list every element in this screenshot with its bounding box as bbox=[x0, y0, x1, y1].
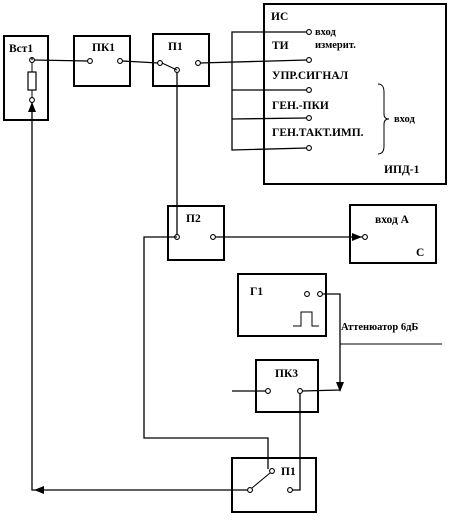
p1-bottom-label: П1 bbox=[281, 466, 296, 478]
vst1-block: Вст1 bbox=[3, 35, 49, 121]
ipd1-input-label-2: измерит. bbox=[315, 40, 356, 51]
ipd1-block: ИС вход измерит. ТИ УПР.СИГНАЛ ГЕН.-ПКИ … bbox=[263, 3, 447, 185]
ipd1-name-label: ИПД-1 bbox=[384, 164, 420, 176]
wires bbox=[28, 31, 442, 494]
vst1-label: Вст1 bbox=[9, 43, 33, 55]
ipd1-input-label: вход bbox=[315, 27, 336, 38]
pk3-block: ПК3 bbox=[255, 359, 319, 413]
ipd1-header: ИС bbox=[271, 11, 288, 23]
pk3-label: ПК3 bbox=[275, 368, 298, 380]
g1-label: Г1 bbox=[250, 286, 263, 298]
arrow-to-vst1-icon bbox=[28, 102, 36, 112]
ipd1-vhod-label: вход bbox=[394, 114, 415, 125]
pulse-icon bbox=[293, 311, 319, 327]
p2-label: П2 bbox=[186, 213, 201, 225]
pk1-label: ПК1 bbox=[92, 42, 115, 54]
arrow-left-icon bbox=[34, 486, 44, 494]
attenuator-label: Аттенюатор 6дБ bbox=[341, 322, 418, 333]
g1-block: Г1 bbox=[237, 273, 327, 337]
ipd1-ti-label: ТИ bbox=[272, 40, 289, 52]
brace bbox=[377, 83, 390, 155]
counter-block: вход А С bbox=[349, 204, 437, 264]
p1-top-label: П1 bbox=[168, 41, 183, 53]
counter-letter: С bbox=[416, 247, 424, 259]
counter-input-label: вход А bbox=[375, 214, 410, 226]
ipd1-upr-label: УПР.СИГНАЛ bbox=[272, 70, 349, 82]
ipd1-gen-pki-label: ГЕН.-ПКИ bbox=[272, 100, 329, 112]
ipd1-gen-takt-label: ГЕН.ТАКТ.ИМП. bbox=[272, 127, 364, 139]
arrow-attenuator-icon bbox=[336, 382, 344, 392]
p1-top-block: П1 bbox=[152, 33, 210, 87]
p1-bottom-block: П1 bbox=[231, 457, 317, 513]
arrow-to-counter-icon bbox=[352, 233, 362, 241]
